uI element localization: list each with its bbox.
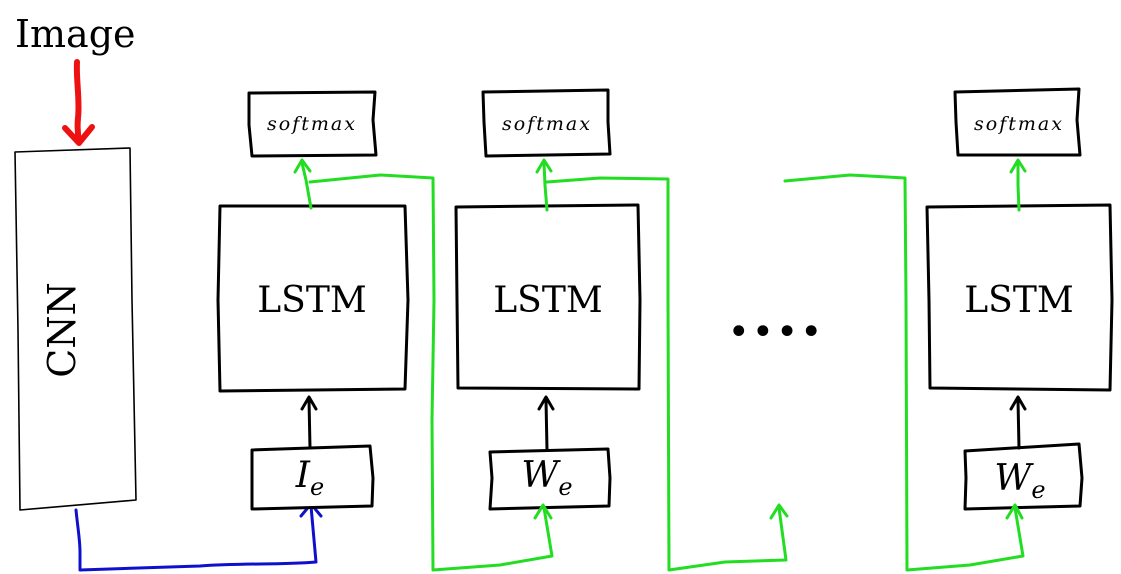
- first-input-label: Ie: [295, 455, 324, 501]
- hidden-state-arrowhead-2-to-next: [769, 503, 789, 520]
- first-input-subscript: e: [310, 473, 324, 501]
- word-input-subscript-3: e: [1031, 476, 1045, 504]
- input-box-3: [963, 442, 1084, 511]
- image-label: Image: [15, 12, 136, 56]
- cnn-to-first-input-arrow: [74, 504, 318, 572]
- hidden-state-arrowhead-prev-to-3: [1005, 503, 1024, 520]
- lstm-to-softmax-arrowhead-1: [293, 158, 312, 174]
- lstm-label-2: LSTM: [493, 280, 602, 321]
- hidden-state-arrow-2-to-next: [545, 176, 788, 572]
- image-arrow: [73, 59, 82, 145]
- word-input-base-2: W: [521, 455, 561, 496]
- ellipsis: ....: [729, 281, 826, 349]
- lstm-label-3: LSTM: [964, 280, 1073, 321]
- lstm-to-softmax-arrow-2: [542, 161, 549, 212]
- word-input-label-3: We: [994, 458, 1045, 504]
- lstm-label-1: LSTM: [257, 280, 366, 321]
- input-to-lstm-arrowhead-1: [300, 395, 318, 411]
- input-box-2: [488, 447, 612, 511]
- softmax-label-3: softmax: [974, 113, 1064, 135]
- lstm-to-softmax-arrow-1: [300, 161, 313, 210]
- lstm-box-1: [216, 204, 410, 393]
- softmax-label-1: softmax: [267, 113, 357, 135]
- softmax-box-1: [247, 90, 378, 158]
- first-input-base: I: [295, 455, 311, 496]
- input-to-lstm-arrow-3: [1016, 398, 1021, 450]
- word-input-label-2: We: [521, 455, 572, 501]
- hidden-state-arrow-prev-to-3: [783, 173, 1025, 572]
- input-to-lstm-arrow-1: [307, 398, 312, 450]
- lstm-box-3: [925, 203, 1114, 392]
- cnn-label: CNN: [40, 282, 84, 378]
- softmax-label-2: softmax: [502, 113, 592, 135]
- lstm-to-softmax-arrowhead-2: [535, 158, 553, 174]
- hidden-state-arrow-1-to-2: [308, 173, 554, 572]
- input-to-lstm-arrowhead-2: [537, 395, 555, 411]
- hidden-state-arrowhead-1-to-2: [533, 503, 553, 520]
- lstm-to-softmax-arrowhead-3: [1009, 158, 1027, 174]
- input-to-lstm-arrowhead-3: [1009, 395, 1027, 411]
- softmax-box-2: [481, 88, 612, 158]
- lstm-box-2: [454, 203, 642, 391]
- cnn-box: [14, 147, 137, 511]
- lstm-to-softmax-arrow-3: [1016, 161, 1021, 212]
- input-to-lstm-arrow-2: [544, 398, 549, 452]
- word-input-subscript-2: e: [558, 473, 572, 501]
- softmax-box-3: [953, 87, 1082, 157]
- word-input-base-3: W: [994, 458, 1034, 499]
- input-box-1: [250, 444, 375, 511]
- image-arrowhead: [62, 124, 95, 146]
